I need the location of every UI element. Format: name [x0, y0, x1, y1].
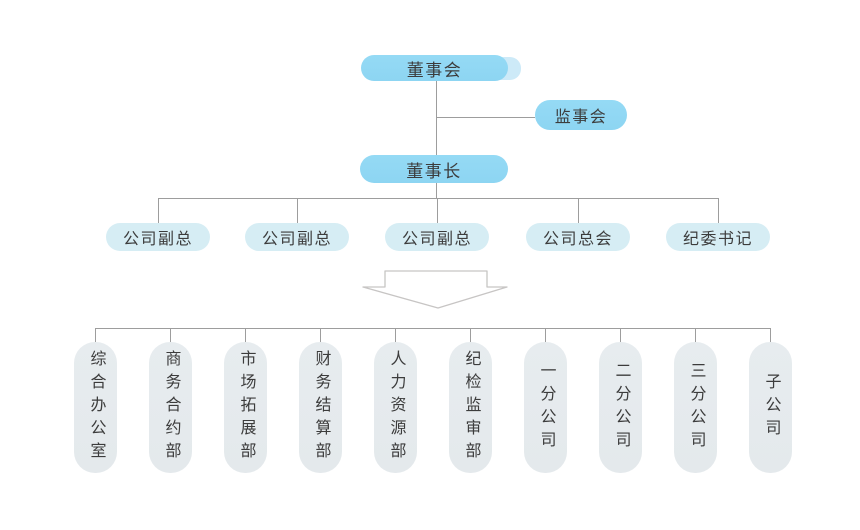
org-node-dept-3: 市场拓展部	[224, 342, 267, 473]
org-node-dept-4-label: 财务结算部	[312, 350, 330, 465]
connector-board-chairman	[436, 81, 437, 155]
org-node-chairman-label: 董事长	[406, 161, 462, 181]
org-node-chairman: 董事长	[360, 155, 508, 183]
connector-department-stub	[320, 328, 321, 342]
connector-executive-stub	[297, 198, 298, 224]
org-node-exec-2-label: 公司副总	[261, 231, 332, 248]
org-node-dept-10: 子公司	[749, 342, 792, 473]
org-node-dept-9-label: 三分公司	[687, 361, 705, 454]
org-node-exec-4: 公司总会	[526, 223, 630, 251]
connector-chairman-drop	[436, 183, 437, 199]
connector-department-stub	[695, 328, 696, 342]
org-node-dept-4: 财务结算部	[299, 342, 342, 473]
org-node-dept-8: 二分公司	[599, 342, 642, 473]
org-node-board: 董事会	[361, 55, 508, 81]
org-node-exec-3-label: 公司副总	[401, 231, 472, 248]
org-node-supervisory-label: 监事会	[554, 109, 608, 126]
connector-supervisory-branch	[436, 117, 535, 118]
connector-department-bus	[95, 328, 771, 329]
org-node-exec-4-label: 公司总会	[542, 231, 613, 248]
org-node-exec-3: 公司副总	[385, 223, 489, 251]
org-node-exec-1-label: 公司副总	[122, 231, 193, 248]
org-node-dept-6: 纪检监审部	[449, 342, 492, 473]
connector-department-stub	[770, 328, 771, 342]
org-node-dept-8-label: 二分公司	[612, 361, 630, 454]
connector-executive-bus	[158, 198, 718, 199]
connector-executive-stub	[437, 198, 438, 224]
org-node-dept-2-label: 商务合约部	[162, 350, 180, 465]
connector-department-stub	[470, 328, 471, 342]
org-node-dept-3-label: 市场拓展部	[237, 350, 255, 465]
org-node-dept-5: 人力资源部	[374, 342, 417, 473]
org-node-dept-6-label: 纪检监审部	[462, 350, 480, 465]
org-node-exec-5-label: 纪委书记	[682, 231, 753, 248]
connector-executive-stub	[578, 198, 579, 224]
org-node-dept-7-label: 一分公司	[537, 361, 555, 454]
connector-department-stub	[620, 328, 621, 342]
connector-department-stub	[245, 328, 246, 342]
connector-department-stub	[545, 328, 546, 342]
org-node-dept-7: 一分公司	[524, 342, 567, 473]
org-node-exec-2: 公司副总	[245, 223, 349, 251]
connector-executive-stub	[158, 198, 159, 224]
org-node-supervisory: 监事会	[535, 100, 627, 130]
connector-executive-stub	[718, 198, 719, 224]
org-node-dept-9: 三分公司	[674, 342, 717, 473]
org-node-dept-10-label: 子公司	[762, 373, 780, 442]
org-node-board-label: 董事会	[406, 60, 463, 80]
org-node-dept-5-label: 人力资源部	[387, 350, 405, 465]
org-node-dept-1-label: 综合办公室	[87, 350, 105, 465]
org-node-dept-2: 商务合约部	[149, 342, 192, 473]
connector-department-stub	[95, 328, 96, 342]
org-node-exec-5: 纪委书记	[666, 223, 770, 251]
connector-department-stub	[170, 328, 171, 342]
org-node-exec-1: 公司副总	[106, 223, 210, 251]
org-node-dept-1: 综合办公室	[74, 342, 117, 473]
down-arrow	[362, 270, 508, 309]
connector-department-stub	[395, 328, 396, 342]
